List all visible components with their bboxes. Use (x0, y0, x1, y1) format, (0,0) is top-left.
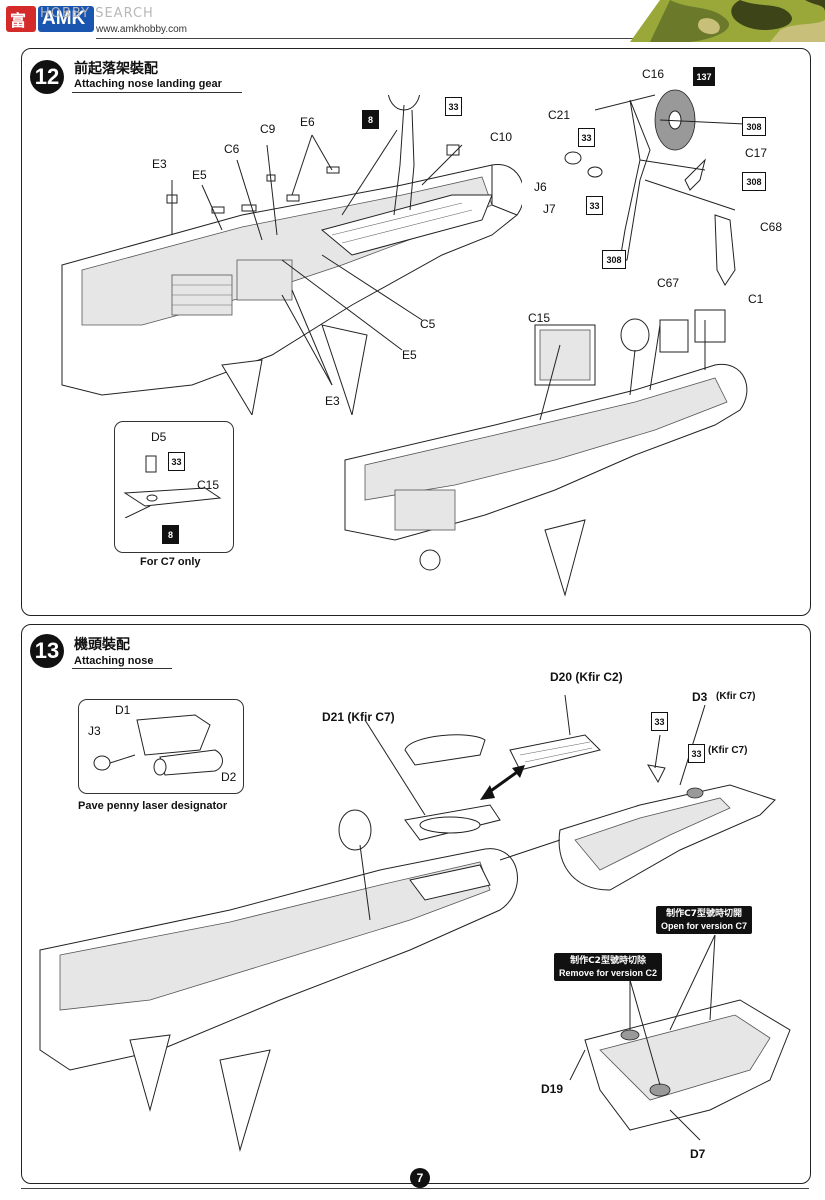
pave-penny-inset-drawing (93, 714, 223, 776)
step-12-number: 12 (30, 60, 64, 94)
label-c21: C21 (548, 108, 571, 122)
inset-label-j3: J3 (88, 724, 101, 738)
step-13-main-drawing (39, 694, 791, 1152)
step-12-title-en: Attaching nose landing gear (74, 78, 222, 90)
note-remove-c2-en: Remove for version C2 (559, 968, 658, 978)
logo: 富 AMK (6, 4, 96, 38)
tag-137: 137 (693, 67, 715, 86)
label-d3: D3 (692, 690, 708, 704)
note-open-c7-en: Open for version C7 (661, 921, 748, 931)
label-c68: C68 (760, 220, 783, 234)
note-open-c7: 制作C7型號時切開 Open for version C7 (656, 906, 753, 934)
watermark-text: HOBBY SEARCH (40, 6, 154, 21)
step-13-title-en: Attaching nose (74, 655, 154, 667)
inset-label-c15: C15 (197, 478, 220, 492)
step-13-number: 13 (30, 634, 64, 668)
tag-8: 8 (362, 110, 379, 129)
inset-tag-8: 8 (162, 525, 179, 544)
inset-caption-c7: For C7 only (140, 556, 201, 568)
logo-icon: 富 (6, 6, 94, 32)
step-13-title-zh: 機頭裝配 (74, 637, 130, 653)
tag-33-nose-a: 33 (651, 712, 668, 731)
page-number: 7 (410, 1168, 430, 1188)
logo-letters: AMK (42, 8, 86, 29)
step-12-assembled-drawing (344, 309, 748, 597)
label-d7: D7 (690, 1147, 706, 1161)
tag-33-a: 33 (445, 97, 462, 116)
inset-tag-33: 33 (168, 452, 185, 471)
step-12-title-underline (72, 92, 242, 93)
footer-rule (21, 1188, 809, 1189)
website-text: www.amkhobby.com (96, 24, 187, 35)
tag-308-c: 308 (602, 250, 626, 269)
inset-caption-pave-penny: Pave penny laser designator (78, 800, 228, 812)
inset-label-d1: D1 (115, 703, 131, 717)
label-j6: J6 (534, 180, 547, 194)
label-c15: C15 (528, 311, 551, 325)
note-remove-c2-zh: 制作C2型號時切除 (570, 956, 646, 966)
label-c10: C10 (490, 130, 513, 144)
step-12-fuselage-drawing (61, 95, 522, 415)
tag-308-b: 308 (742, 172, 766, 191)
label-e5-top: E5 (192, 168, 207, 182)
label-kfir-c7-note: (Kfir C7) (708, 745, 748, 756)
header-rule (96, 38, 636, 39)
label-c17: C17 (745, 146, 768, 160)
header-bar: 富 AMK HOBBY SEARCH www.amkhobby.com (0, 0, 825, 42)
step-13-title-underline (72, 668, 172, 669)
label-c6: C6 (224, 142, 240, 156)
label-d19: D19 (541, 1082, 564, 1096)
c15-inset-drawing (123, 455, 222, 518)
note-remove-c2: 制作C2型號時切除 Remove for version C2 (554, 953, 663, 981)
tag-308-a: 308 (742, 117, 766, 136)
tag-33-b: 33 (578, 128, 595, 147)
label-c67: C67 (657, 276, 680, 290)
note-open-c7-zh: 制作C7型號時切開 (666, 909, 742, 919)
label-c5: C5 (420, 317, 436, 331)
label-e3-bottom: E3 (325, 394, 340, 408)
label-d3-note: (Kfir C7) (716, 691, 756, 702)
nose-gear-exploded-drawing (564, 89, 746, 286)
inset-label-d2: D2 (221, 770, 237, 784)
step-12-title-zh: 前起落架裝配 (74, 61, 158, 77)
label-c1: C1 (748, 292, 764, 306)
svg-text:富: 富 (10, 11, 26, 30)
label-e3-top: E3 (152, 157, 167, 171)
label-d21: D21 (Kfir C7) (322, 710, 395, 724)
label-c16: C16 (642, 67, 665, 81)
tag-33-c: 33 (586, 196, 603, 215)
label-e6: E6 (300, 115, 315, 129)
label-j7: J7 (543, 202, 556, 216)
label-c9: C9 (260, 122, 276, 136)
camouflage-banner (630, 0, 825, 42)
label-e5-bottom: E5 (402, 348, 417, 362)
tag-33-nose-b: 33 (688, 744, 705, 763)
inset-label-d5: D5 (151, 430, 167, 444)
label-d20: D20 (Kfir C2) (550, 670, 623, 684)
